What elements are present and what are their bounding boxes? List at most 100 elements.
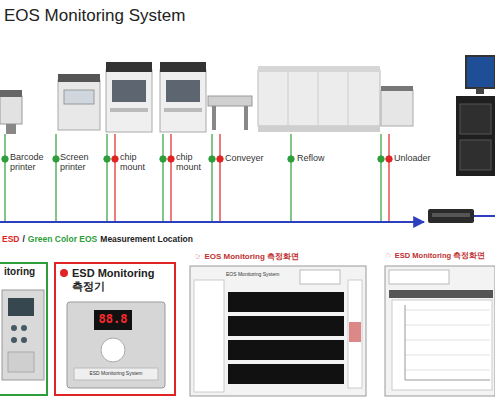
esd-screen-shot (385, 266, 495, 396)
server-cabinet (460, 104, 491, 134)
eos-device-photo (11, 337, 17, 343)
chip-mount-machine (110, 108, 148, 112)
server-cabinet (456, 96, 495, 176)
esd-measure-point (112, 156, 118, 162)
eos-measure-point (378, 156, 384, 162)
esd-measure-point (170, 134, 171, 222)
eos-device-photo (11, 325, 17, 331)
barcode-printer-machine (6, 124, 16, 134)
esd-screen-shot (405, 355, 490, 356)
server-cabinet (460, 140, 491, 170)
eos-measure-point (209, 156, 215, 162)
network-switch (428, 209, 474, 223)
chip-mount-machine (112, 80, 146, 102)
eos-screen-shot (349, 322, 361, 342)
legend-word: Green Color EOS (28, 234, 97, 244)
esd-bullet-dot (60, 269, 68, 277)
diagram-title: EOS Monitoring System (4, 6, 185, 26)
esd-screen-shot (405, 310, 490, 311)
barcode-printer-machine (0, 90, 22, 134)
unloader-machine (381, 86, 413, 91)
esd-device-photo (74, 368, 158, 380)
node-text: ☞ ESD Monitoring 측정화면 (386, 252, 494, 261)
eos-measure-point (2, 134, 384, 222)
conveyer-machine (212, 106, 216, 130)
esd-measure-point (388, 134, 389, 222)
esd-screen-panel: ☞ ESD Monitoring 측정화면 (385, 252, 495, 397)
eos-measure-point (380, 134, 381, 222)
barcode-printer-machine (0, 96, 22, 124)
eos-device-photo (2, 290, 44, 380)
esd-device-photo (94, 310, 132, 330)
eos-measure-point (2, 156, 8, 162)
legend-word: / (22, 234, 24, 244)
eos-measure-point (104, 156, 110, 162)
chip-mount-machine (160, 62, 206, 72)
eos-measure-point (4, 134, 5, 222)
esd-measure-point (219, 134, 220, 222)
display-reading: 88.8 (94, 313, 132, 326)
screen-title: EOS Monitoring System (226, 272, 300, 278)
eos-screen-shot (228, 292, 344, 312)
device-label: ESD Monitoring System (74, 371, 158, 377)
conveyer-machine (208, 96, 252, 106)
esd-screen-shot (405, 325, 490, 326)
eos-device-photo (21, 325, 27, 331)
measurement-location-note: ESD/Green Color EOSMeasurement Location (2, 234, 193, 244)
eos-measure-point (162, 134, 163, 222)
esd-device-photo (67, 302, 165, 388)
eos-screen-shot (190, 266, 366, 396)
esd-screen-shot (392, 300, 492, 390)
server-cabinet (476, 88, 484, 94)
reflow-oven (348, 72, 349, 126)
network-bus (474, 215, 495, 217)
machine-name: chip mount (176, 153, 212, 173)
esd-screen-shot (389, 290, 493, 298)
eos-device-photo (8, 298, 34, 316)
eos-device-photo (8, 352, 34, 372)
eos-screen-shot (228, 316, 344, 336)
esd-measure-point (217, 156, 223, 162)
esd-screen-shot (385, 266, 495, 396)
esd-device-photo (67, 302, 165, 388)
reflow-oven (288, 72, 289, 126)
machine-name: Reflow (297, 154, 357, 164)
reflow-oven (318, 72, 319, 126)
machine-name: Unloader (394, 154, 454, 164)
chip-mount-machine (164, 108, 202, 112)
unloader-machine (381, 90, 413, 126)
eos-screen-shot (300, 270, 340, 284)
esd-screen-shot (405, 370, 490, 371)
network-bus (0, 216, 495, 222)
eos-screen-shot (228, 340, 344, 360)
unloader-machine (381, 86, 413, 126)
eos-measure-point (55, 134, 56, 222)
conveyer-machine (244, 106, 248, 130)
eos-screen-shot (194, 280, 224, 392)
chip-mount-machine (106, 62, 152, 132)
network-bus (0, 221, 424, 223)
server-cabinet (456, 56, 495, 176)
reflow-oven (258, 66, 380, 72)
eos-screen-shot (348, 280, 362, 388)
machine-name: chip mount (120, 153, 156, 173)
legend-word: ESD (2, 234, 19, 244)
esd-measure-point (386, 156, 392, 162)
chip-mount-machine (166, 80, 200, 102)
eos-measure-point (160, 156, 166, 162)
screen-printer-machine (58, 80, 100, 130)
screen-printer-machine (58, 74, 100, 130)
esd-screen-shot (389, 270, 449, 284)
server-cabinet (466, 56, 495, 88)
eos-device-photo (21, 337, 27, 343)
eos-device-box: itoring (0, 262, 48, 396)
eos-measure-point (288, 156, 294, 162)
chip-mount-machine (160, 62, 206, 132)
chip-mount-machine (160, 70, 206, 132)
esd-screen-shot (405, 305, 406, 380)
esd-measure-point (114, 134, 115, 222)
eos-screen-shot (228, 364, 344, 384)
machine-name: Conveyer (225, 154, 285, 164)
node-text: ☞ EOS Monitoring 측정화면 (195, 252, 365, 261)
